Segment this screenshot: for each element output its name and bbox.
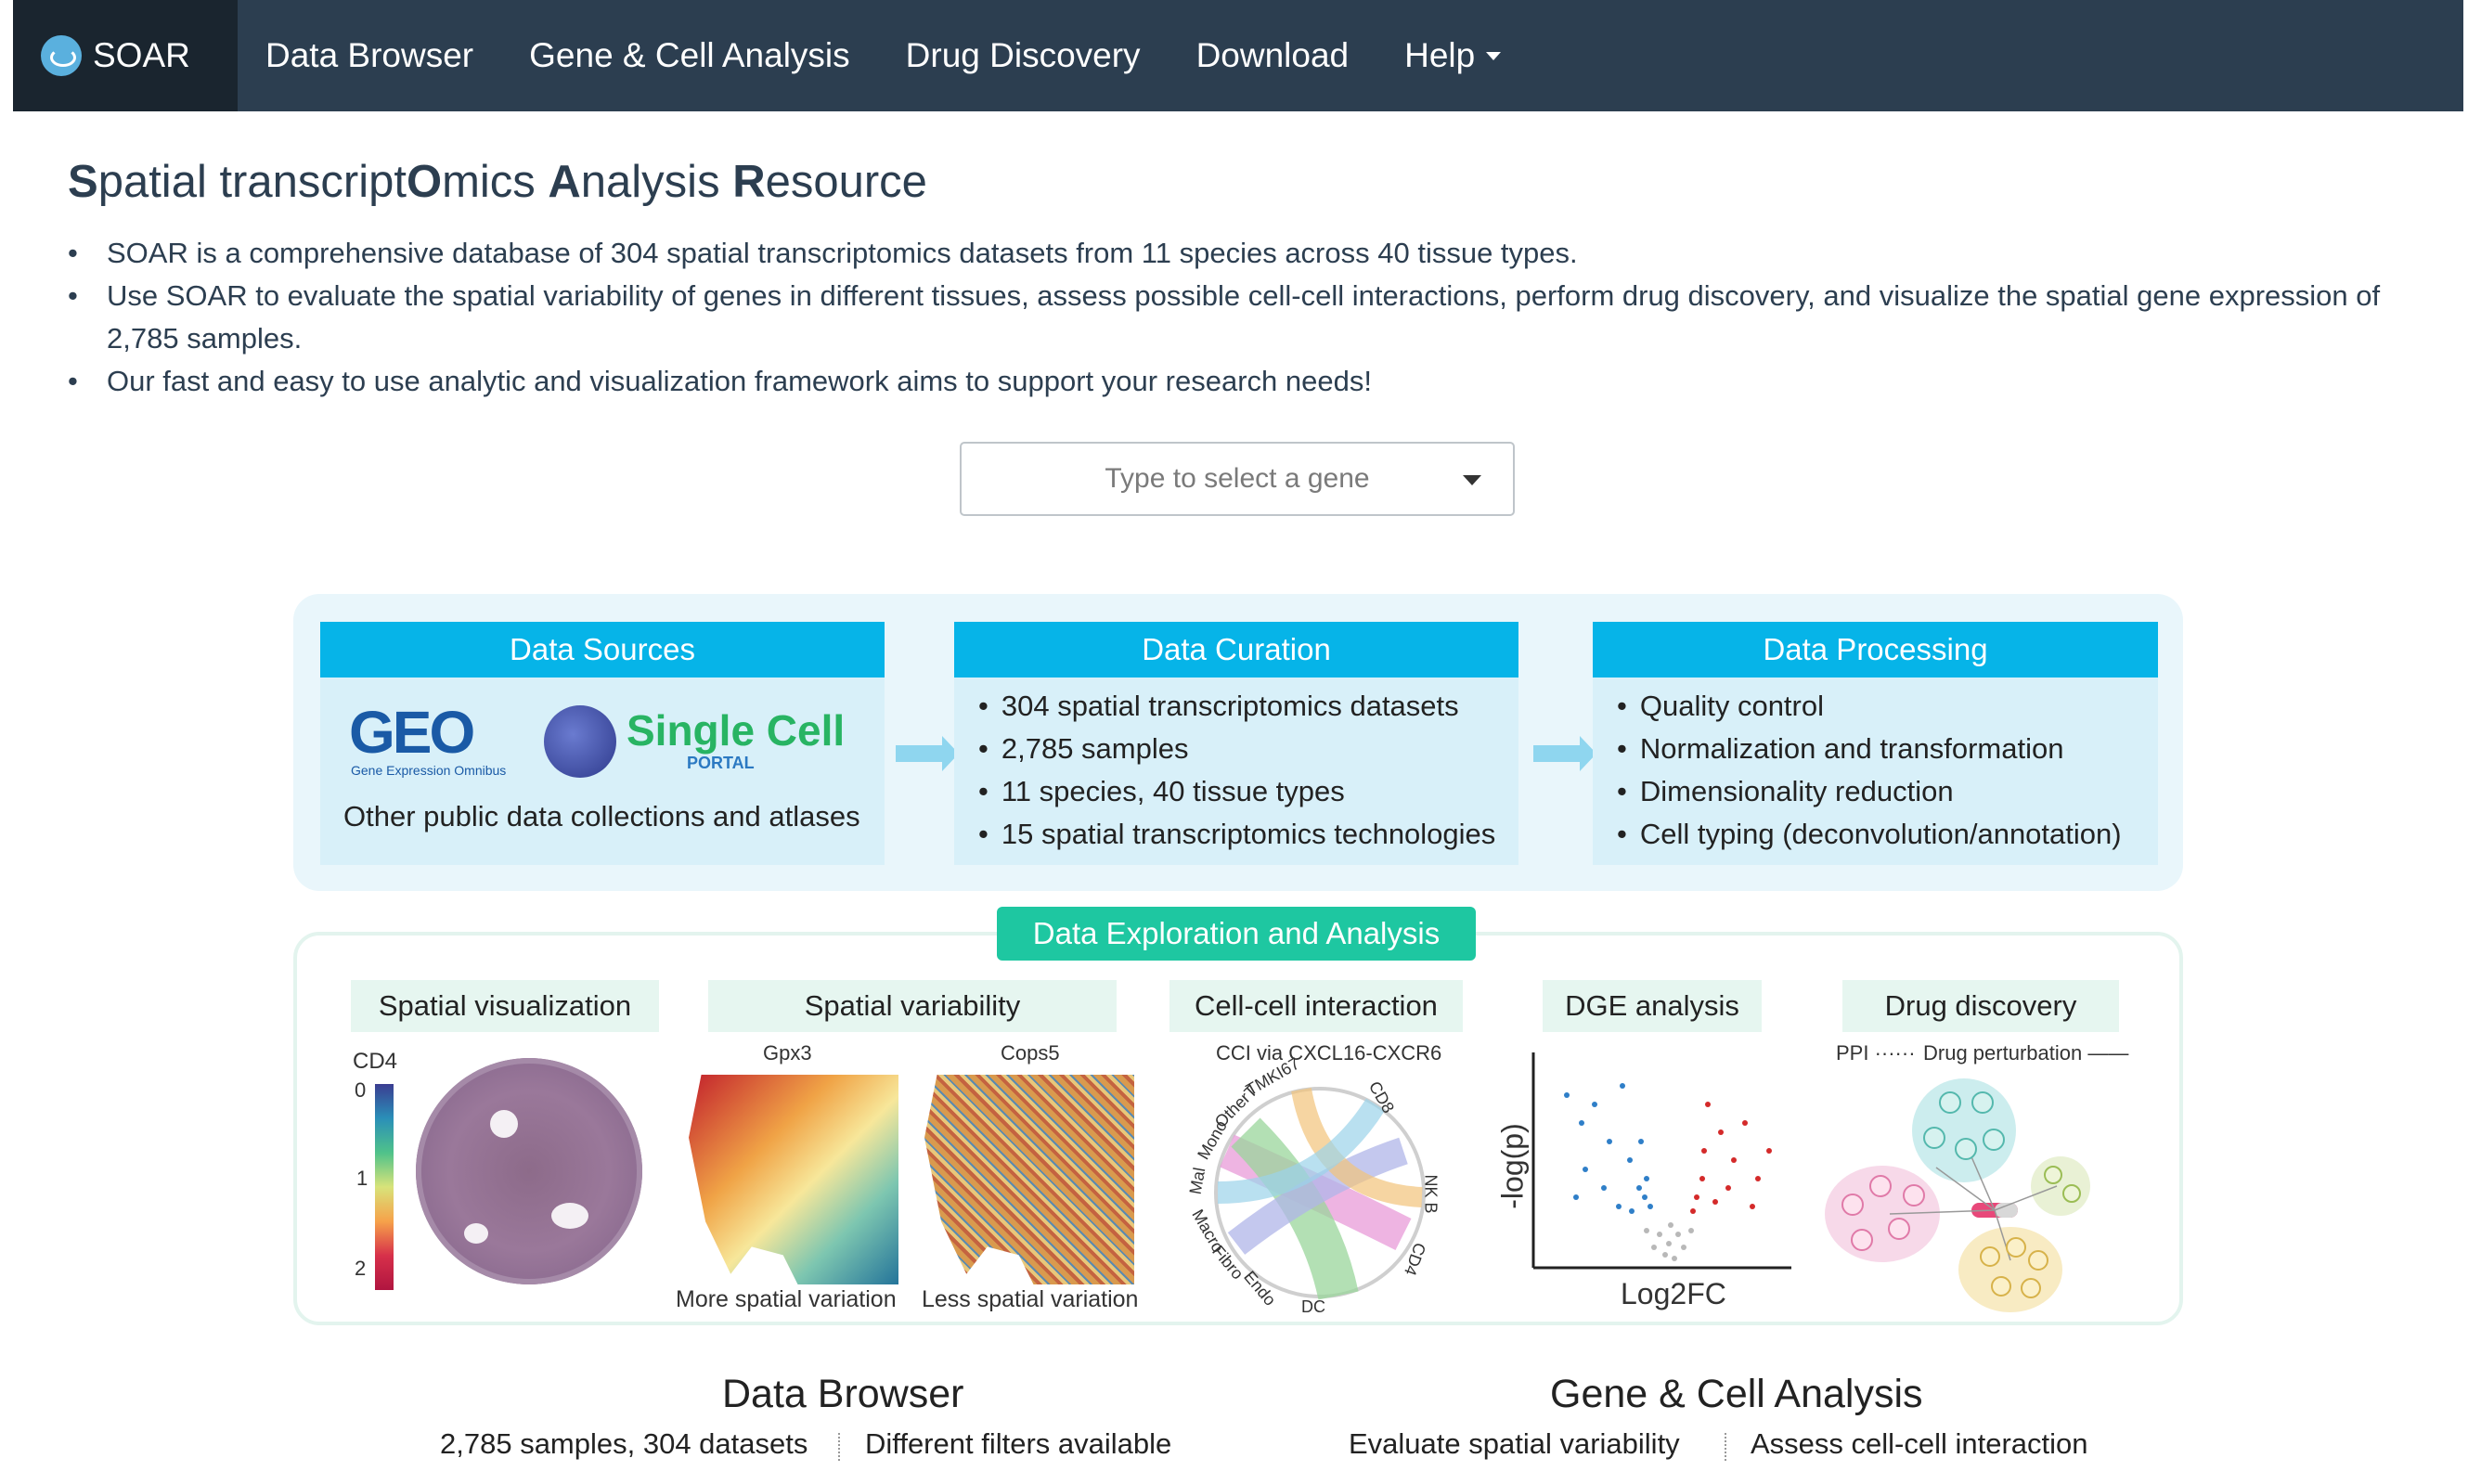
dropdown-arrow-icon: [1463, 475, 1481, 485]
tissue-spatial-image: [416, 1058, 642, 1284]
cd4-label: CD4: [353, 1049, 398, 1074]
dge-ylabel: -log(p): [1495, 1123, 1530, 1209]
nav-help[interactable]: Help: [1376, 0, 1529, 111]
single-cell-logo: Single Cell: [627, 706, 846, 755]
soar-logo-icon: [41, 35, 82, 76]
tissue-spot: [551, 1203, 588, 1229]
volcano-plot: [1531, 1052, 1791, 1270]
more-variation-caption: More spatial variation: [676, 1286, 897, 1312]
colorbar-tick: 0: [355, 1078, 367, 1102]
gene-cell-heading: Gene & Cell Analysis: [1550, 1372, 1923, 1416]
legend-drug-label: Drug perturbation: [1923, 1041, 2083, 1065]
brand-label: SOAR: [93, 36, 190, 74]
intro-item: Use SOAR to evaluate the spatial variabi…: [68, 275, 2425, 360]
single-cell-subtitle: PORTAL: [687, 754, 755, 772]
data-browser-filters: Different filters available: [865, 1427, 1172, 1460]
drug-network-diagram: [1825, 1078, 2090, 1312]
intro-list: SOAR is a comprehensive database of 304 …: [68, 232, 2425, 403]
less-variation-caption: Less spatial variation: [922, 1286, 1139, 1312]
title-part: mics: [442, 157, 549, 207]
dge-xlabel: Log2FC: [1621, 1277, 1726, 1310]
processing-list: Quality control Normalization and transf…: [1593, 677, 2158, 856]
nav-gene-cell-analysis[interactable]: Gene & Cell Analysis: [529, 36, 850, 74]
processing-item: Cell typing (deconvolution/annotation): [1617, 813, 2158, 856]
legend-ppi-label: PPI: [1836, 1041, 1869, 1065]
geo-subtitle: Gene Expression Omnibus: [351, 763, 507, 778]
data-curation-box: Data Curation 304 spatial transcriptomic…: [954, 622, 1518, 865]
colorbar-tick: 2: [355, 1257, 367, 1280]
nav-data-browser[interactable]: Data Browser: [265, 36, 474, 74]
gene-select-placeholder: Type to select a gene: [1105, 463, 1370, 494]
tissue-spot: [464, 1223, 488, 1244]
nav-drug-discovery[interactable]: Drug Discovery: [905, 36, 1141, 74]
pill-drug-discovery: Drug discovery: [1842, 980, 2119, 1032]
gpx3-label: Gpx3: [763, 1041, 812, 1065]
page-title: Spatial transcriptOmics Analysis Resourc…: [68, 156, 927, 208]
processing-item: Dimensionality reduction: [1617, 770, 2158, 813]
cci-chord-diagram: [1214, 1087, 1426, 1300]
processing-item: Quality control: [1617, 685, 2158, 728]
curation-item: 11 species, 40 tissue types: [978, 770, 1518, 813]
navbar: SOAR Data Browser Gene & Cell Analysis D…: [13, 0, 2463, 111]
pill-spatial-variability: Spatial variability: [708, 980, 1117, 1032]
single-cell-portal-icon: [544, 705, 616, 778]
nav-download[interactable]: Download: [1195, 36, 1350, 74]
brand-link[interactable]: SOAR: [13, 0, 238, 111]
title-part: patial transcript: [97, 157, 407, 207]
arrow-right-icon: [1533, 736, 1596, 771]
curation-item: 15 spatial transcriptomics technologies: [978, 813, 1518, 856]
analysis-cell-interaction: Assess cell-cell interaction: [1751, 1427, 2088, 1460]
pill-cell-cell-interaction: Cell-cell interaction: [1169, 980, 1463, 1032]
intro-item: Our fast and easy to use analytic and vi…: [68, 360, 2425, 403]
data-processing-title: Data Processing: [1593, 622, 2158, 677]
title-part: O: [406, 157, 443, 207]
divider: [1725, 1433, 1726, 1461]
intro-item: SOAR is a comprehensive database of 304 …: [68, 232, 2425, 275]
title-part: A: [548, 157, 581, 207]
processing-item: Normalization and transformation: [1617, 728, 2158, 770]
data-browser-heading: Data Browser: [722, 1372, 964, 1416]
data-sources-title: Data Sources: [320, 622, 885, 677]
data-curation-title: Data Curation: [954, 622, 1518, 677]
colorbar-tick: 1: [356, 1167, 368, 1190]
divider: [838, 1433, 840, 1461]
title-part: esource: [765, 157, 927, 207]
cci-cell-label: DC: [1301, 1297, 1325, 1316]
colorbar: [375, 1084, 394, 1290]
title-part: nalysis: [580, 157, 733, 207]
cci-cell-label: NK B: [1421, 1174, 1441, 1214]
data-processing-box: Data Processing Quality control Normaliz…: [1593, 622, 2158, 865]
cops5-spatial-image: [924, 1075, 1134, 1284]
legend-ppi: PPI ······: [1836, 1041, 1916, 1065]
cci-title: CCI via CXCL16-CXCR6: [1216, 1041, 1442, 1065]
gene-select[interactable]: Type to select a gene: [960, 442, 1515, 516]
curation-item: 2,785 samples: [978, 728, 1518, 770]
gpx3-spatial-image: [689, 1075, 898, 1284]
exploration-title: Data Exploration and Analysis: [997, 907, 1476, 961]
caret-down-icon: [1486, 51, 1502, 60]
data-browser-stat: 2,785 samples, 304 datasets: [440, 1427, 808, 1460]
curation-list: 304 spatial transcriptomics datasets 2,7…: [954, 677, 1518, 856]
nav-help-label: Help: [1404, 36, 1476, 74]
title-part: S: [68, 157, 98, 207]
curation-item: 304 spatial transcriptomics datasets: [978, 685, 1518, 728]
arrow-right-icon: [896, 736, 959, 771]
cops5-label: Cops5: [1001, 1041, 1060, 1065]
sources-note: Other public data collections and atlase…: [343, 800, 860, 832]
geo-logo: GEO: [349, 699, 475, 766]
pill-dge-analysis: DGE analysis: [1543, 980, 1762, 1032]
tissue-spot: [490, 1110, 518, 1138]
legend-drug: Drug perturbation ——: [1923, 1041, 2129, 1065]
analysis-spatial-variability: Evaluate spatial variability: [1349, 1427, 1680, 1460]
pill-spatial-visualization: Spatial visualization: [351, 980, 659, 1032]
title-part: R: [732, 157, 766, 207]
